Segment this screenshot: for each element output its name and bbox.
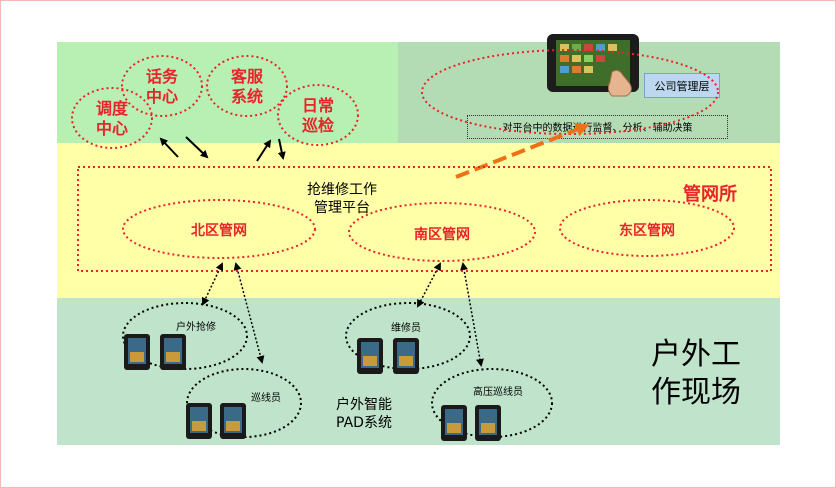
company-ellipse (421, 49, 719, 135)
pad-line-2: PAD系统 (336, 415, 392, 431)
east-ellipse (559, 199, 735, 257)
tablet-group-patrol (186, 403, 246, 439)
outdoor-repair-label: 户外抢修 (176, 322, 216, 333)
patrol-line-1: 日常 (301, 96, 334, 115)
company-label-box (644, 73, 720, 98)
patrol-line-2: 巡检 (301, 116, 334, 135)
south-label: 南区管网 (414, 227, 470, 243)
service-line-2: 系统 (230, 87, 263, 106)
maintainer-label: 维修员 (391, 323, 421, 334)
arrow-1 (159, 137, 179, 158)
hv-patrol-label: 高压巡线员 (473, 387, 523, 398)
service-line-1: 客服 (230, 67, 263, 86)
tablet-group-hv (441, 405, 501, 441)
company-label: 公司管理层 (654, 80, 710, 93)
service-label: 客服 系统 (217, 67, 277, 107)
platform-title-line-1: 抢维修工作 (307, 182, 377, 198)
platform-title-line-2: 管理平台 (314, 200, 370, 216)
dispatch-ellipse (71, 87, 153, 149)
platform-box (77, 166, 772, 272)
north-ellipse (122, 199, 316, 259)
tablet-group-repair (124, 334, 186, 370)
east-label: 东区管网 (619, 223, 675, 239)
traffic-line-1: 话务 (145, 67, 178, 86)
company-tablet-image (546, 32, 644, 98)
pad-line-1: 户外智能 (336, 397, 392, 413)
traffic-line-2: 中心 (145, 87, 178, 106)
field-title-line-1: 户外工 (651, 337, 741, 372)
arrow-4 (277, 138, 286, 160)
dispatch-label: 调度 中心 (82, 99, 142, 139)
service-ellipse (206, 55, 288, 117)
link-north-1 (201, 262, 224, 306)
arrow-3 (256, 139, 272, 162)
line-patrol-label: 巡线员 (251, 393, 281, 404)
traffic-ellipse (121, 55, 203, 117)
tablet-group-maintainer (357, 338, 419, 374)
south-ellipse (348, 202, 536, 262)
dispatch-line-2: 中心 (95, 119, 128, 138)
link-south-2 (460, 262, 484, 367)
pad-system-label: 户外智能 PAD系统 (322, 396, 406, 432)
traffic-label: 话务 中心 (132, 67, 192, 107)
arrow-2 (185, 136, 209, 159)
link-north-2 (233, 262, 265, 364)
field-title: 户外工 作现场 (636, 336, 756, 412)
company-desc: 对平台中的数据进行监督、分析、辅助决策 (502, 123, 693, 134)
patrol-label: 日常 巡检 (288, 96, 348, 136)
platform-title: 抢维修工作 管理平台 (292, 181, 392, 217)
patrol-ellipse (277, 84, 359, 146)
line-patrol-ellipse (186, 368, 302, 438)
org-label: 管网所 (683, 184, 737, 205)
dispatch-line-1: 调度 (95, 99, 128, 118)
north-label: 北区管网 (191, 223, 247, 239)
company-desc-box (467, 115, 728, 139)
orange-arrow (455, 123, 590, 179)
field-title-line-2: 作现场 (651, 375, 741, 410)
